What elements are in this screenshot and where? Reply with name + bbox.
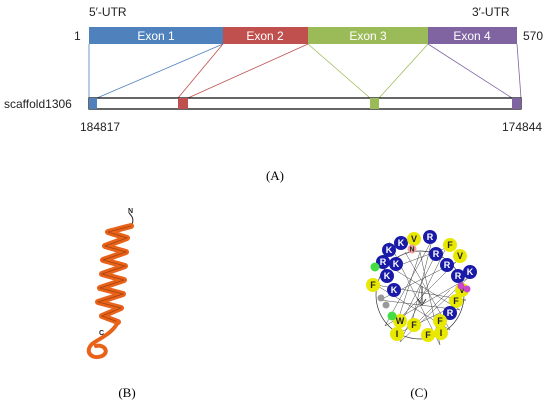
scaffold-exon-1 (89, 98, 97, 109)
exon-2-map-line-left (177, 43, 224, 99)
scaffold-left-coordinate: 184817 (80, 120, 120, 134)
wheel-small-gray-residue-2 (382, 301, 390, 309)
wheel-residue-24-label: F (411, 320, 417, 330)
exon-2-label: Exon 2 (246, 29, 284, 43)
wheel-residue-23-label: I (396, 329, 399, 339)
panel-b-label: (B) (118, 385, 135, 400)
wheel-residue-14-label: K (467, 267, 474, 277)
c-terminal-loop (86, 320, 120, 359)
wheel-residue-24 (407, 318, 421, 332)
n-terminus-label: N (128, 208, 133, 215)
wheel-residue-1-label: K (398, 238, 405, 248)
wheel-residue-21 (434, 326, 448, 340)
wheel-residue-20 (433, 314, 447, 328)
gene-end-position: 570 (523, 29, 543, 43)
wheel-small-green-residue-2 (387, 311, 397, 321)
exon-1-map-line-right (96, 43, 224, 99)
exon-4-map-line-left (427, 43, 513, 99)
wheel-residue-4 (407, 244, 417, 254)
wheel-small-purple-residue-2 (463, 285, 471, 293)
wheel-residue-22 (393, 314, 407, 328)
utr5-label: 5′-UTR (89, 5, 127, 19)
wheel-residue-11-label: R (444, 260, 451, 270)
wheel-residue-17 (449, 294, 463, 308)
wheel-residue-11 (440, 258, 454, 272)
exon-4-label: Exon 4 (453, 29, 491, 43)
exon-2-block (223, 27, 308, 44)
c-terminus-label: C (99, 330, 104, 337)
wheel-residue-10-label: K (393, 259, 400, 269)
wheel-residue-16 (366, 278, 380, 292)
exon-3-map-line-left (307, 43, 371, 99)
wheel-residue-5-label: R (427, 232, 434, 242)
wheel-residue-12-label: K (384, 271, 391, 281)
wheel-residue-15 (387, 283, 401, 297)
wheel-residue-20-label: F (437, 316, 443, 326)
exon-1-label: Exon 1 (137, 29, 175, 43)
wheel-residue-10 (389, 257, 403, 271)
wheel-residue-6 (376, 255, 390, 269)
helical-wheel: K V K N R R F V R K R K R K K F F R V (366, 230, 477, 346)
wheel-residue-18 (443, 306, 457, 320)
wheel-small-green-residue-1 (370, 262, 380, 272)
wheel-residue-13 (451, 269, 465, 283)
wheel-residue-2 (407, 232, 421, 246)
wheel-residue-5 (423, 230, 437, 244)
wheel-residue-8 (453, 249, 467, 263)
wheel-residue-4-label: N (409, 247, 414, 254)
wheel-residue-8-label: V (457, 251, 463, 261)
wheel-residue-2-label: V (411, 234, 417, 244)
helix-shading (96, 225, 132, 323)
wheel-residue-15-label: K (391, 285, 398, 295)
wheel-residue-1 (394, 236, 408, 250)
wheel-residue-14 (463, 265, 477, 279)
wheel-residue-16-label: F (370, 280, 376, 290)
exon-3-block (308, 27, 428, 44)
scaffold-track (88, 97, 522, 110)
wheel-residue-9-label: R (433, 249, 440, 259)
wheel-residue-25-label: F (425, 330, 431, 340)
scaffold-exon-2 (178, 98, 188, 109)
wheel-residue-13-label: R (455, 271, 462, 281)
wheel-small-gray-residue-1 (377, 294, 385, 302)
wheel-residue-7-label: F (447, 240, 453, 250)
exon-3-label: Exon 3 (349, 29, 387, 43)
hydrophobic-moment-arrowhead (417, 298, 427, 306)
utr3-label: 3′-UTR (472, 5, 510, 19)
wheel-residue-21-label: I (440, 328, 443, 338)
wheel-residue-3-label: K (386, 245, 393, 255)
wheel-small-purple-residue-1 (457, 282, 465, 290)
scaffold-exon-4 (512, 98, 521, 109)
scaffold-intron-track (88, 97, 522, 110)
wheel-residue-17-label: F (453, 296, 459, 306)
exon-mapping-lines (88, 43, 522, 99)
exon-3-map-line-right (378, 43, 429, 99)
scaffold-right-coordinate: 174844 (502, 120, 542, 134)
wheel-residue-12 (380, 269, 394, 283)
peptide-3d-structure (86, 212, 134, 359)
wheel-residue-25 (421, 328, 435, 342)
gene-start-position: 1 (74, 29, 81, 43)
wheel-residue-3 (382, 243, 396, 257)
wheel-residue-6-label: R (380, 257, 387, 267)
exon-1-block (89, 27, 223, 44)
wheel-residue-9 (429, 247, 443, 261)
scaffold-exon-3 (370, 98, 379, 109)
exon-2-map-line-right (187, 43, 309, 99)
wheel-residue-19-label: V (459, 285, 465, 295)
exon-4-block (428, 27, 517, 44)
wheel-residue-23 (390, 327, 404, 341)
panel-c-label: (C) (410, 385, 427, 400)
wheel-residue-18-label: R (447, 308, 454, 318)
exon-bar: Exon 1 Exon 2 Exon 3 Exon 4 (89, 27, 517, 44)
wheel-residue-7 (443, 238, 457, 252)
panel-a-label: (A) (266, 168, 284, 183)
exon-4-map-line-right (516, 43, 522, 99)
scaffold-label: scaffold1306 (4, 97, 72, 111)
wheel-residue-22-label: W (396, 316, 405, 326)
